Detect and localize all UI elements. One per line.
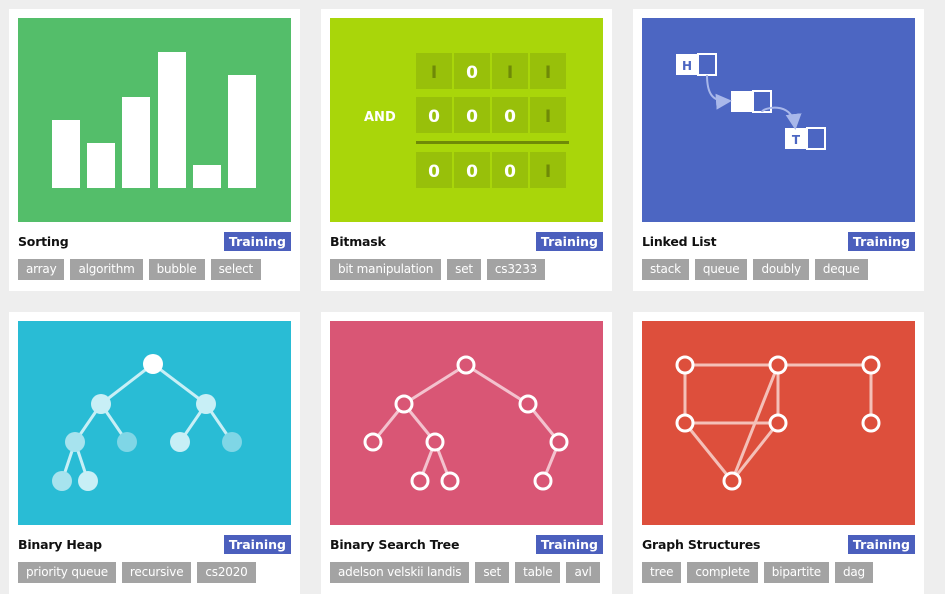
bitmask-illustration: AND I 0 I I 0 0 0 I 0 0 0 I [364,53,569,188]
bit: I [431,63,437,83]
card-graph-structures[interactable]: Graph Structures Training tree complete … [633,312,924,594]
training-badge[interactable]: Training [847,232,915,251]
sorting-thumbnail[interactable] [18,18,291,222]
bit: 0 [504,107,516,127]
card-title[interactable]: Graph Structures [642,537,761,552]
tag[interactable]: adelson velskii landis [330,562,470,583]
linked-list-thumbnail[interactable]: H T [642,18,915,222]
tag[interactable]: dag [834,562,873,583]
tag[interactable]: select [210,259,262,280]
bar-1 [52,120,80,188]
bit: I [545,63,551,83]
bit: 0 [428,162,440,182]
tag[interactable]: array [18,259,65,280]
tag[interactable]: cs3233 [486,259,546,280]
bst-illustration [363,355,569,491]
tag[interactable]: table [515,562,561,583]
card-title[interactable]: Binary Heap [18,537,102,552]
bar-2 [87,143,115,188]
training-badge[interactable]: Training [847,535,915,554]
tag[interactable]: set [447,259,481,280]
sorting-bars-illustration [52,52,256,188]
tag[interactable]: avl [566,562,600,583]
training-badge[interactable]: Training [535,232,603,251]
binary-heap-illustration [52,354,242,491]
linked-list-illustration: H T [676,53,826,150]
tag[interactable]: set [475,562,510,583]
tag[interactable]: complete [687,562,758,583]
bit: 0 [466,107,478,127]
tag[interactable]: doubly [753,259,809,280]
tag[interactable]: recursive [121,562,192,583]
tag-list: array algorithm bubble select [18,259,262,280]
bar-5 [193,165,221,188]
graph-illustration [675,355,881,491]
card-bitmask[interactable]: AND I 0 I I 0 0 0 I 0 0 0 I Bitmask Trai… [321,9,612,291]
card-binary-heap[interactable]: Binary Heap Training priority queue recu… [9,312,300,594]
tail-node-label: T [792,133,801,147]
tag-list: tree complete bipartite dag [642,562,873,583]
bitmask-thumbnail[interactable]: AND I 0 I I 0 0 0 I 0 0 0 I [330,18,603,222]
card-title[interactable]: Binary Search Tree [330,537,460,552]
head-node-label: H [682,59,692,73]
tag[interactable]: bubble [148,259,205,280]
and-operator-label: AND [364,110,396,125]
bit: I [507,63,513,83]
tag-list: bit manipulation set cs3233 [330,259,546,280]
bit: I [545,107,551,127]
card-binary-search-tree[interactable]: Binary Search Tree Training adelson vels… [321,312,612,594]
training-badge[interactable]: Training [535,535,603,554]
bit: 0 [466,162,478,182]
card-linked-list[interactable]: H T Linked List Training stack queue dou… [633,9,924,291]
bar-4 [158,52,186,188]
bit: I [545,162,551,182]
tag[interactable]: bit manipulation [330,259,442,280]
card-title[interactable]: Sorting [18,234,69,249]
tag[interactable]: stack [642,259,689,280]
bar-6 [228,75,256,188]
graph-thumbnail[interactable] [642,321,915,525]
card-sorting[interactable]: Sorting Training array algorithm bubble … [9,9,300,291]
tag-list: adelson velskii landis set table avl [330,562,600,583]
bit: 0 [504,162,516,182]
bst-thumbnail[interactable] [330,321,603,525]
training-badge[interactable]: Training [223,535,291,554]
tag[interactable]: algorithm [70,259,143,280]
tag[interactable]: queue [694,259,748,280]
bit: 0 [428,107,440,127]
binary-heap-thumbnail[interactable] [18,321,291,525]
tag[interactable]: tree [642,562,682,583]
tag[interactable]: cs2020 [197,562,256,583]
bit: 0 [466,63,478,83]
card-title[interactable]: Linked List [642,234,717,249]
training-badge[interactable]: Training [223,232,291,251]
tag-list: stack queue doubly deque [642,259,868,280]
bar-3 [122,97,150,188]
tag-list: priority queue recursive cs2020 [18,562,256,583]
tag[interactable]: priority queue [18,562,116,583]
tag[interactable]: deque [814,259,868,280]
tag[interactable]: bipartite [763,562,829,583]
card-title[interactable]: Bitmask [330,234,386,249]
